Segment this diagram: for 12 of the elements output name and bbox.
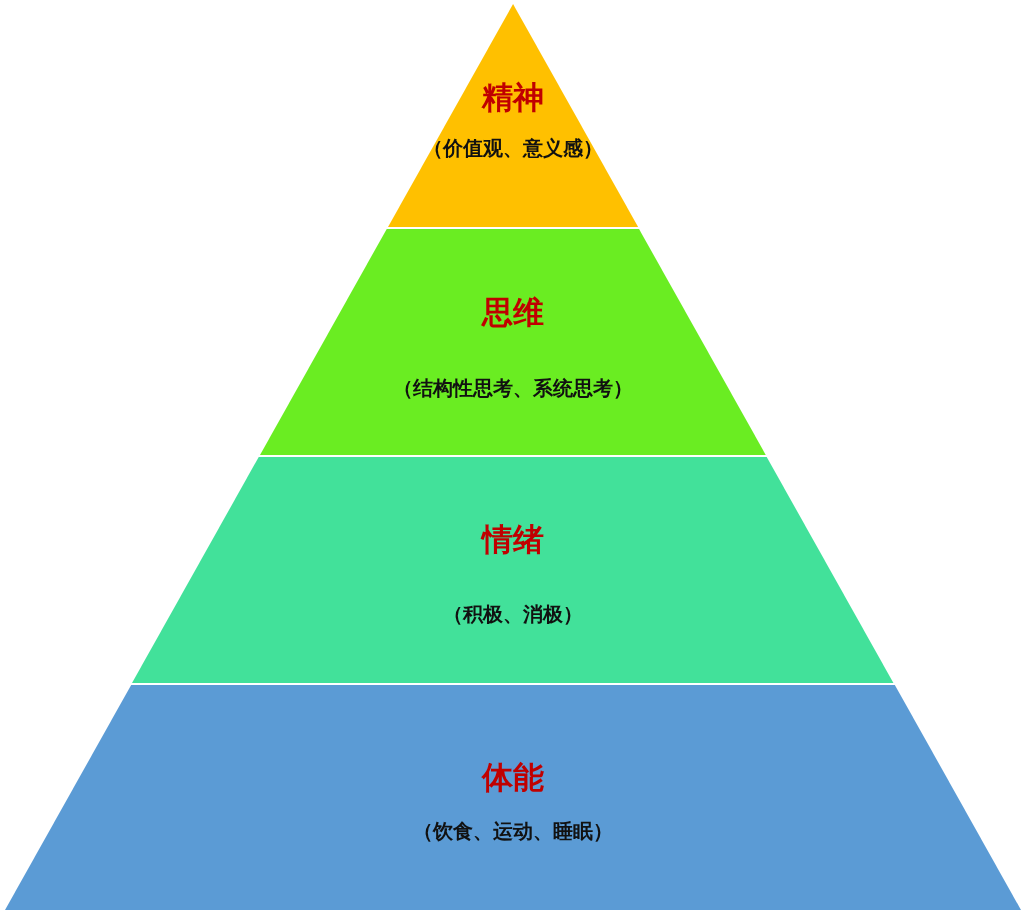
tier-description: （饮食、运动、睡眠） [412,819,614,843]
tier-title: 体能 [480,759,545,797]
pyramid-tier [260,229,766,455]
tier-title: 思维 [480,294,545,332]
tier-title: 情绪 [479,521,545,559]
pyramid-tier [132,457,894,683]
tier-title: 精神 [480,79,545,117]
tier-description: （结构性思考、系统思考） [392,376,634,400]
pyramid-tier [5,685,1021,910]
pyramid-tier [387,4,638,227]
tier-description: （价值观、意义感） [422,136,604,160]
tier-description: （积极、消极） [442,602,584,626]
